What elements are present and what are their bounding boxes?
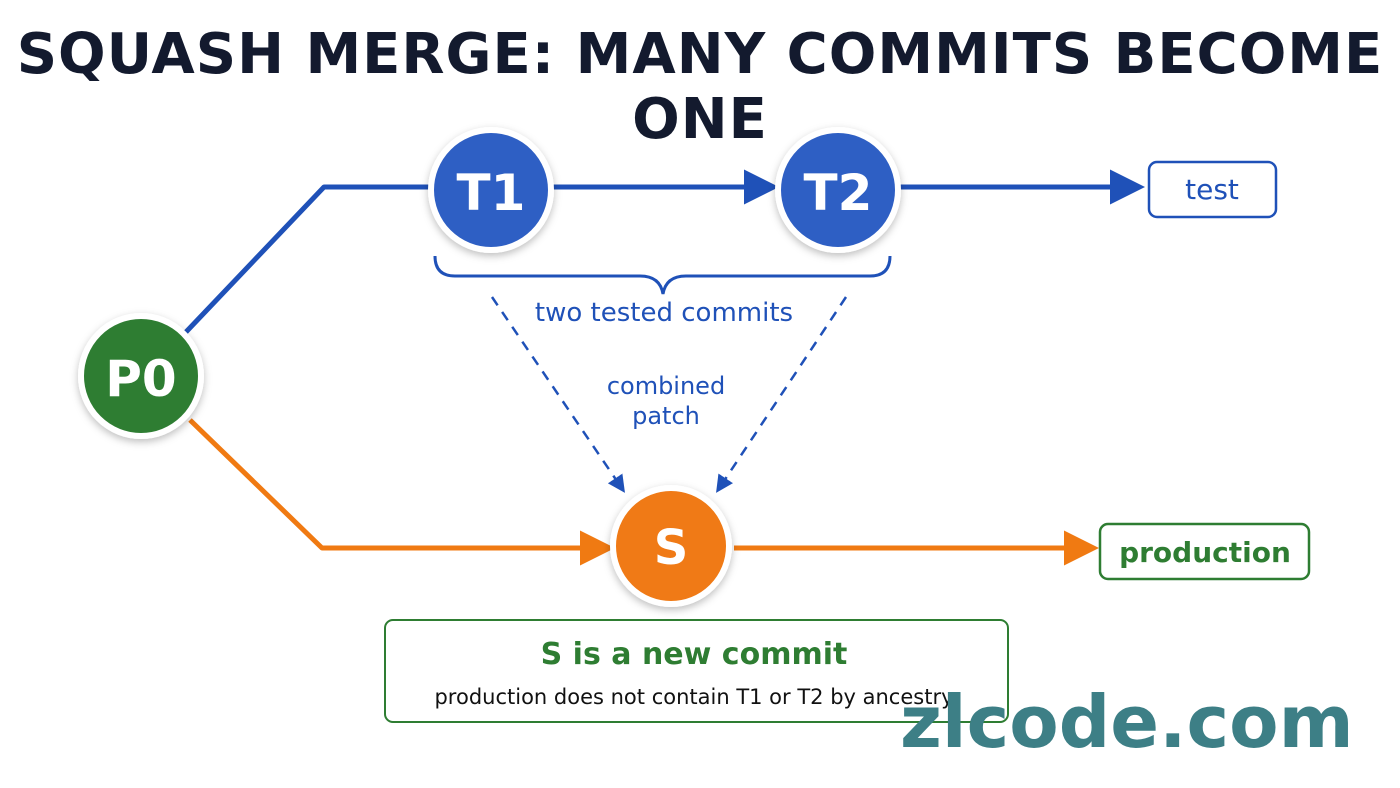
callout-body: production does not contain T1 or T2 by … [434, 685, 953, 709]
commits-brace [433, 255, 892, 295]
dashed-arrow-right [716, 296, 848, 493]
callout-box: S is a new commit production does not co… [384, 619, 1009, 723]
brace-label: two tested commits [535, 298, 793, 328]
node-p0-label: P0 [105, 350, 176, 408]
node-t1-label: T1 [457, 164, 526, 222]
watermark-text: zlcode.com [900, 680, 1354, 764]
node-t1: T1 [428, 127, 554, 253]
test-branch-line [184, 184, 435, 334]
callout-heading: S is a new commit [541, 637, 848, 672]
test-branch-label: test [1147, 160, 1278, 219]
node-s-label: S [654, 520, 689, 576]
production-branch-line [188, 418, 615, 566]
production-branch-label: production [1098, 522, 1311, 581]
node-p0: P0 [78, 313, 204, 439]
node-s: S [610, 485, 732, 607]
patch-label-line2: patch [632, 402, 700, 430]
patch-label-line1: combined [607, 372, 725, 400]
production-branch-text: production [1119, 536, 1291, 569]
dashed-arrow-left [490, 296, 625, 493]
page-title: SQUASH MERGE: MANY COMMITS BECOME ONE [16, 22, 1384, 152]
test-branch-text: test [1185, 173, 1239, 206]
node-t2-label: T2 [804, 164, 873, 222]
node-t2: T2 [775, 127, 901, 253]
